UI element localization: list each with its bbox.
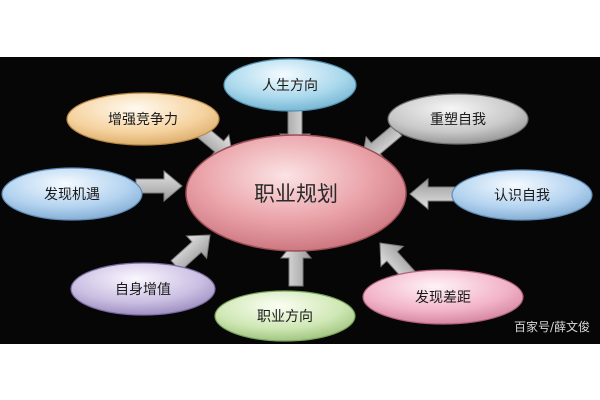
node-self-value: 自身增值: [70, 262, 216, 316]
node-label-life-direction: 人生方向: [262, 78, 318, 94]
arrow-from-know-self: [409, 178, 457, 210]
arrow-from-find-opportunity: [135, 170, 183, 202]
center-label: 职业规划: [254, 182, 338, 206]
node-know-self: 认识自我: [451, 169, 593, 221]
node-label-career-direction: 职业方向: [257, 309, 313, 325]
node-label-find-gap: 发现差距: [415, 290, 471, 306]
node-reshape-self: 重塑自我: [387, 93, 529, 145]
node-label-know-self: 认识自我: [494, 188, 550, 204]
node-life-direction: 人生方向: [223, 58, 357, 112]
watermark-text: 百家号/薛文俊: [514, 319, 590, 334]
node-find-opportunity: 发现机遇: [1, 167, 143, 221]
node-label-enhance-competitiveness: 增强竞争力: [108, 111, 178, 128]
center-node: 职业规划: [185, 134, 407, 252]
node-label-reshape-self: 重塑自我: [430, 112, 486, 128]
node-career-direction: 职业方向: [214, 290, 356, 342]
node-label-self-value: 自身增值: [115, 282, 171, 298]
node-label-find-opportunity: 发现机遇: [44, 187, 100, 203]
node-enhance-competitiveness: 增强竞争力: [66, 92, 220, 146]
node-find-gap: 发现差距: [362, 269, 524, 325]
